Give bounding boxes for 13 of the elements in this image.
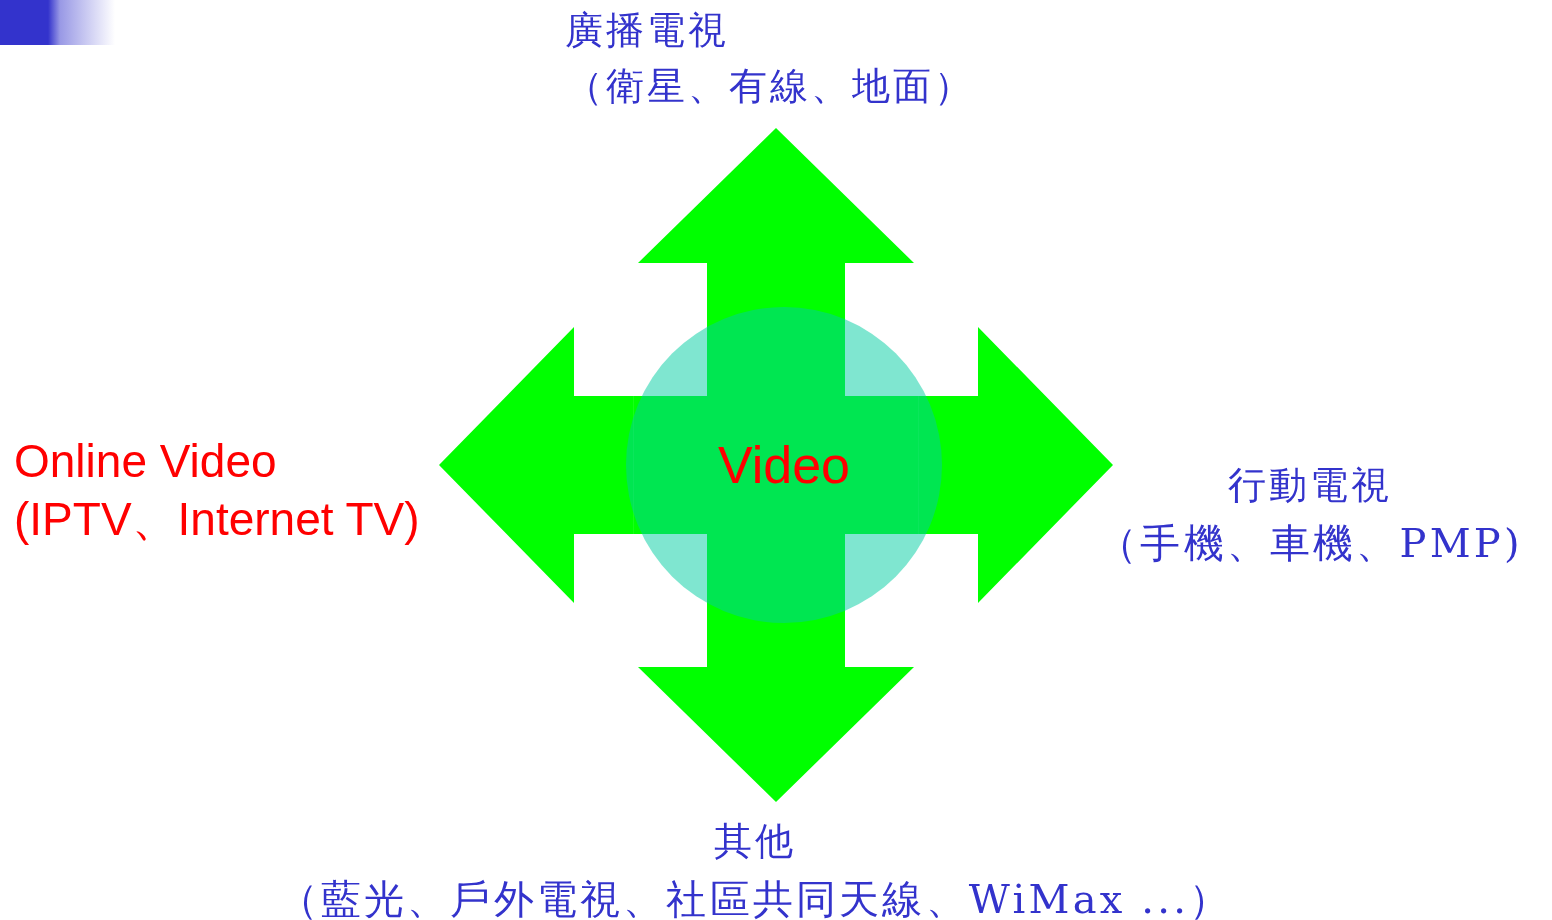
node-heading: 行動電視 <box>1226 462 1394 509</box>
block-arrow <box>638 607 914 802</box>
node-heading: Online Video <box>14 434 278 489</box>
node-subtext: （手機、車機、PMP) <box>1096 519 1524 568</box>
node-subtext: （藍光、戶外電視、社區共同天線、WiMax ...） <box>276 875 1234 920</box>
node-subtext: （衛星、有線、地面） <box>565 63 977 110</box>
block-arrow <box>439 327 634 603</box>
block-arrow <box>918 327 1113 603</box>
block-arrow <box>638 128 914 323</box>
node-heading: 廣播電視 <box>565 7 731 54</box>
node-heading: 其他 <box>712 818 798 865</box>
node-subtext: (IPTV、Internet TV) <box>14 492 421 547</box>
center-label: Video <box>717 435 851 495</box>
